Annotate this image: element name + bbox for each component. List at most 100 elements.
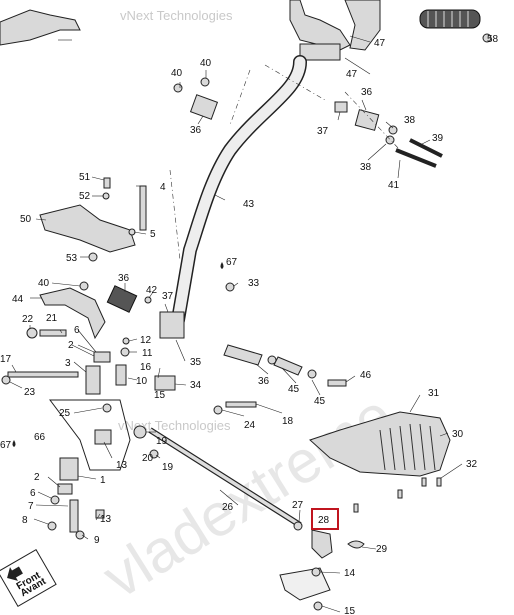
washer-2 (93, 351, 111, 363)
callout-67: 67 (226, 257, 238, 268)
callout-15: 15 (154, 390, 166, 401)
callout-40: 40 (171, 68, 183, 79)
callout-19: 19 (162, 462, 174, 473)
washer-12 (122, 337, 130, 345)
nut-40 (173, 83, 183, 93)
callout-35: 35 (190, 357, 202, 368)
grease-drop-icon (12, 440, 16, 447)
bolt-32 (353, 503, 359, 513)
bolt-39 (409, 138, 443, 158)
grip-texture (427, 11, 469, 27)
callout-36: 36 (118, 273, 130, 284)
callout-36: 36 (361, 87, 373, 98)
callout-15: 15 (344, 606, 356, 615)
washer-2 (57, 483, 73, 495)
callout-22: 22 (22, 314, 34, 325)
nut-33 (225, 282, 235, 292)
callout-46: 46 (360, 370, 372, 381)
callout-6: 6 (30, 488, 36, 499)
callout-18: 18 (282, 416, 294, 427)
nut-23 (1, 375, 11, 385)
leader-lines (9, 35, 463, 613)
callout-13: 13 (100, 514, 112, 525)
boot-29 (347, 540, 365, 549)
callout-40: 40 (200, 58, 212, 69)
bolt-41 (395, 148, 437, 168)
washer-38 (388, 125, 398, 135)
callout-2: 2 (68, 340, 74, 351)
rod-17 (7, 371, 79, 378)
watermark-text: vNext Technologies (120, 8, 233, 23)
callout-6: 6 (74, 325, 80, 336)
callout-2: 2 (34, 472, 40, 483)
nut-14 (311, 567, 321, 577)
nut-45 (307, 369, 317, 379)
bushing-13 (94, 429, 112, 445)
nut-42 (144, 296, 152, 304)
callout-37: 37 (162, 291, 174, 302)
callout-40: 40 (38, 278, 50, 289)
steering-column-fill (172, 56, 306, 326)
callout-41: 41 (388, 180, 400, 191)
watermark-text: vladextreme (91, 381, 404, 611)
callout-16: 16 (140, 362, 152, 373)
ball-joint-28 (311, 529, 333, 559)
nut-40 (79, 281, 89, 291)
callout-5: 5 (150, 229, 156, 240)
callout-8: 8 (22, 515, 28, 526)
callout-7: 7 (28, 501, 34, 512)
bracket-44 (39, 287, 106, 340)
callout-25: 25 (59, 408, 71, 419)
callout-33: 33 (248, 278, 260, 289)
callout-36: 36 (190, 125, 202, 136)
callout-4: 4 (160, 182, 166, 193)
callout-14: 14 (344, 568, 356, 579)
sleeve-10 (115, 364, 127, 386)
callout-13: 13 (116, 460, 128, 471)
callout-52: 52 (79, 191, 91, 202)
watermark-text: vNext Technologies (118, 418, 231, 433)
bolt-32 (436, 477, 442, 487)
callout-26: 26 (222, 502, 234, 513)
ski-ribs (379, 423, 436, 471)
callout-42: 42 (146, 285, 158, 296)
callout-34: 34 (190, 380, 202, 391)
nut-40 (200, 77, 210, 87)
callout-3: 3 (65, 358, 71, 369)
callout-31: 31 (428, 388, 440, 399)
bolt-51 (103, 177, 111, 189)
callout-24: 24 (244, 420, 256, 431)
callout-labels: 58 47 47 40 40 36 36 37 38 38 39 41 43 4… (0, 34, 499, 615)
callout-36: 36 (258, 376, 270, 387)
pin-21 (39, 329, 67, 337)
callout-58: 58 (487, 34, 499, 45)
column-block (159, 311, 185, 339)
callout-21: 21 (46, 313, 58, 324)
callout-28: 28 (318, 515, 330, 526)
callout-1: 1 (100, 475, 106, 486)
bushing-36 (354, 109, 380, 131)
grease-drop-icon (220, 262, 224, 269)
ski-housing-31 (309, 411, 451, 477)
callout-32: 32 (466, 459, 478, 470)
bracket-50 (39, 204, 136, 253)
callout-28-highlight (311, 508, 339, 530)
callout-20: 20 (142, 453, 154, 464)
callout-38: 38 (360, 162, 372, 173)
nut-25 (102, 403, 112, 413)
bushing-22 (26, 327, 38, 339)
callout-37: 37 (317, 126, 329, 137)
callout-43: 43 (243, 199, 255, 210)
callout-12: 12 (140, 335, 152, 346)
bolt-7 (69, 499, 79, 533)
bolt-18 (225, 401, 257, 408)
bolt-32 (421, 477, 427, 487)
handlebar-clamp (289, 0, 351, 51)
callout-66: 66 (34, 432, 46, 443)
steering-arm (59, 457, 79, 481)
callout-19: 19 (156, 436, 168, 447)
nut-8 (47, 521, 57, 531)
handlebar-bracket (0, 9, 81, 46)
front-direction-marker: Front Avant (0, 548, 57, 608)
